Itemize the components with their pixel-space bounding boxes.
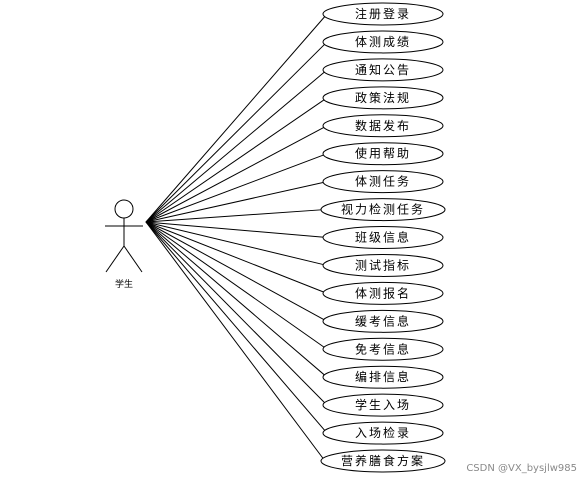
actor-head xyxy=(114,199,134,219)
use-case-ellipse xyxy=(322,421,444,445)
use-case-ellipse xyxy=(322,337,444,361)
use-case: 编排信息 xyxy=(322,365,444,389)
association-line xyxy=(145,221,328,378)
use-case-label: 缓考信息 xyxy=(355,313,411,328)
use-case-label: 班级信息 xyxy=(355,230,411,245)
use-case: 入场检录 xyxy=(322,421,444,445)
use-case-ellipse xyxy=(320,198,446,222)
use-case-label: 营养膳食方案 xyxy=(341,453,425,468)
use-case-label: 入场检录 xyxy=(355,425,411,440)
use-case-ellipse xyxy=(322,309,444,333)
association-line xyxy=(145,153,328,223)
use-case-label: 视力检测任务 xyxy=(341,202,425,217)
use-case-ellipse xyxy=(322,142,444,166)
association-lines xyxy=(145,13,328,462)
actor-label: 学生 xyxy=(115,278,133,290)
actor-left-leg xyxy=(105,245,125,273)
use-case-ellipse xyxy=(322,114,444,138)
use-case-label: 数据发布 xyxy=(355,118,411,133)
use-case-list: 注册登录体测成绩通知公告政策法规数据发布使用帮助体测任务视力检测任务班级信息测试… xyxy=(320,2,446,473)
use-case-ellipse xyxy=(322,30,444,54)
use-case: 体测报名 xyxy=(322,281,444,305)
association-line xyxy=(145,69,328,223)
use-case-label: 体测任务 xyxy=(355,174,411,189)
use-case: 体测任务 xyxy=(322,170,444,194)
use-case-ellipse xyxy=(322,393,444,417)
use-case-label: 体测报名 xyxy=(355,285,411,300)
association-line xyxy=(145,41,328,223)
use-case: 使用帮助 xyxy=(322,142,444,166)
use-case: 学生入场 xyxy=(322,393,444,417)
use-case: 测试指标 xyxy=(322,253,444,277)
use-case-ellipse xyxy=(322,58,444,82)
use-case-ellipse xyxy=(322,226,444,249)
use-case-label: 学生入场 xyxy=(355,397,411,412)
association-line xyxy=(145,221,328,350)
association-line xyxy=(145,221,328,322)
use-case-ellipse xyxy=(322,281,444,305)
use-case: 体测成绩 xyxy=(322,30,444,54)
association-line xyxy=(145,221,328,294)
use-case-label: 使用帮助 xyxy=(355,146,411,161)
use-case-label: 测试指标 xyxy=(355,257,411,272)
use-case: 免考信息 xyxy=(322,337,444,361)
use-case-ellipse xyxy=(320,449,446,473)
use-case-ellipse xyxy=(322,253,444,277)
association-line xyxy=(145,125,328,223)
association-line xyxy=(145,221,326,462)
actor-student: 学生 xyxy=(105,199,143,290)
use-case: 通知公告 xyxy=(322,58,444,82)
association-line xyxy=(145,209,326,223)
use-case: 班级信息 xyxy=(322,226,444,249)
watermark: CSDN @VX_bysjlw985 xyxy=(466,463,577,474)
use-case-label: 通知公告 xyxy=(355,63,411,77)
use-case-label: 编排信息 xyxy=(355,369,411,384)
use-case-label: 免考信息 xyxy=(355,341,411,356)
use-case: 视力检测任务 xyxy=(320,198,446,222)
actor-right-leg xyxy=(123,245,143,273)
use-case-ellipse xyxy=(322,2,444,26)
use-case-ellipse xyxy=(322,86,444,110)
association-line xyxy=(145,13,328,223)
use-case-label: 体测成绩 xyxy=(355,35,411,49)
use-case: 营养膳食方案 xyxy=(320,449,446,473)
use-case-ellipse xyxy=(322,365,444,389)
association-line xyxy=(145,221,328,434)
use-case: 缓考信息 xyxy=(322,309,444,333)
use-case: 数据发布 xyxy=(322,114,444,138)
association-line xyxy=(145,221,328,266)
use-case-ellipse xyxy=(322,170,444,194)
use-case: 政策法规 xyxy=(322,86,444,110)
use-case-label: 政策法规 xyxy=(355,90,411,105)
use-case: 注册登录 xyxy=(322,2,444,26)
association-line xyxy=(145,221,328,406)
association-line xyxy=(145,221,328,238)
use-case-label: 注册登录 xyxy=(355,6,411,21)
association-line xyxy=(145,181,328,223)
association-line xyxy=(145,97,328,223)
